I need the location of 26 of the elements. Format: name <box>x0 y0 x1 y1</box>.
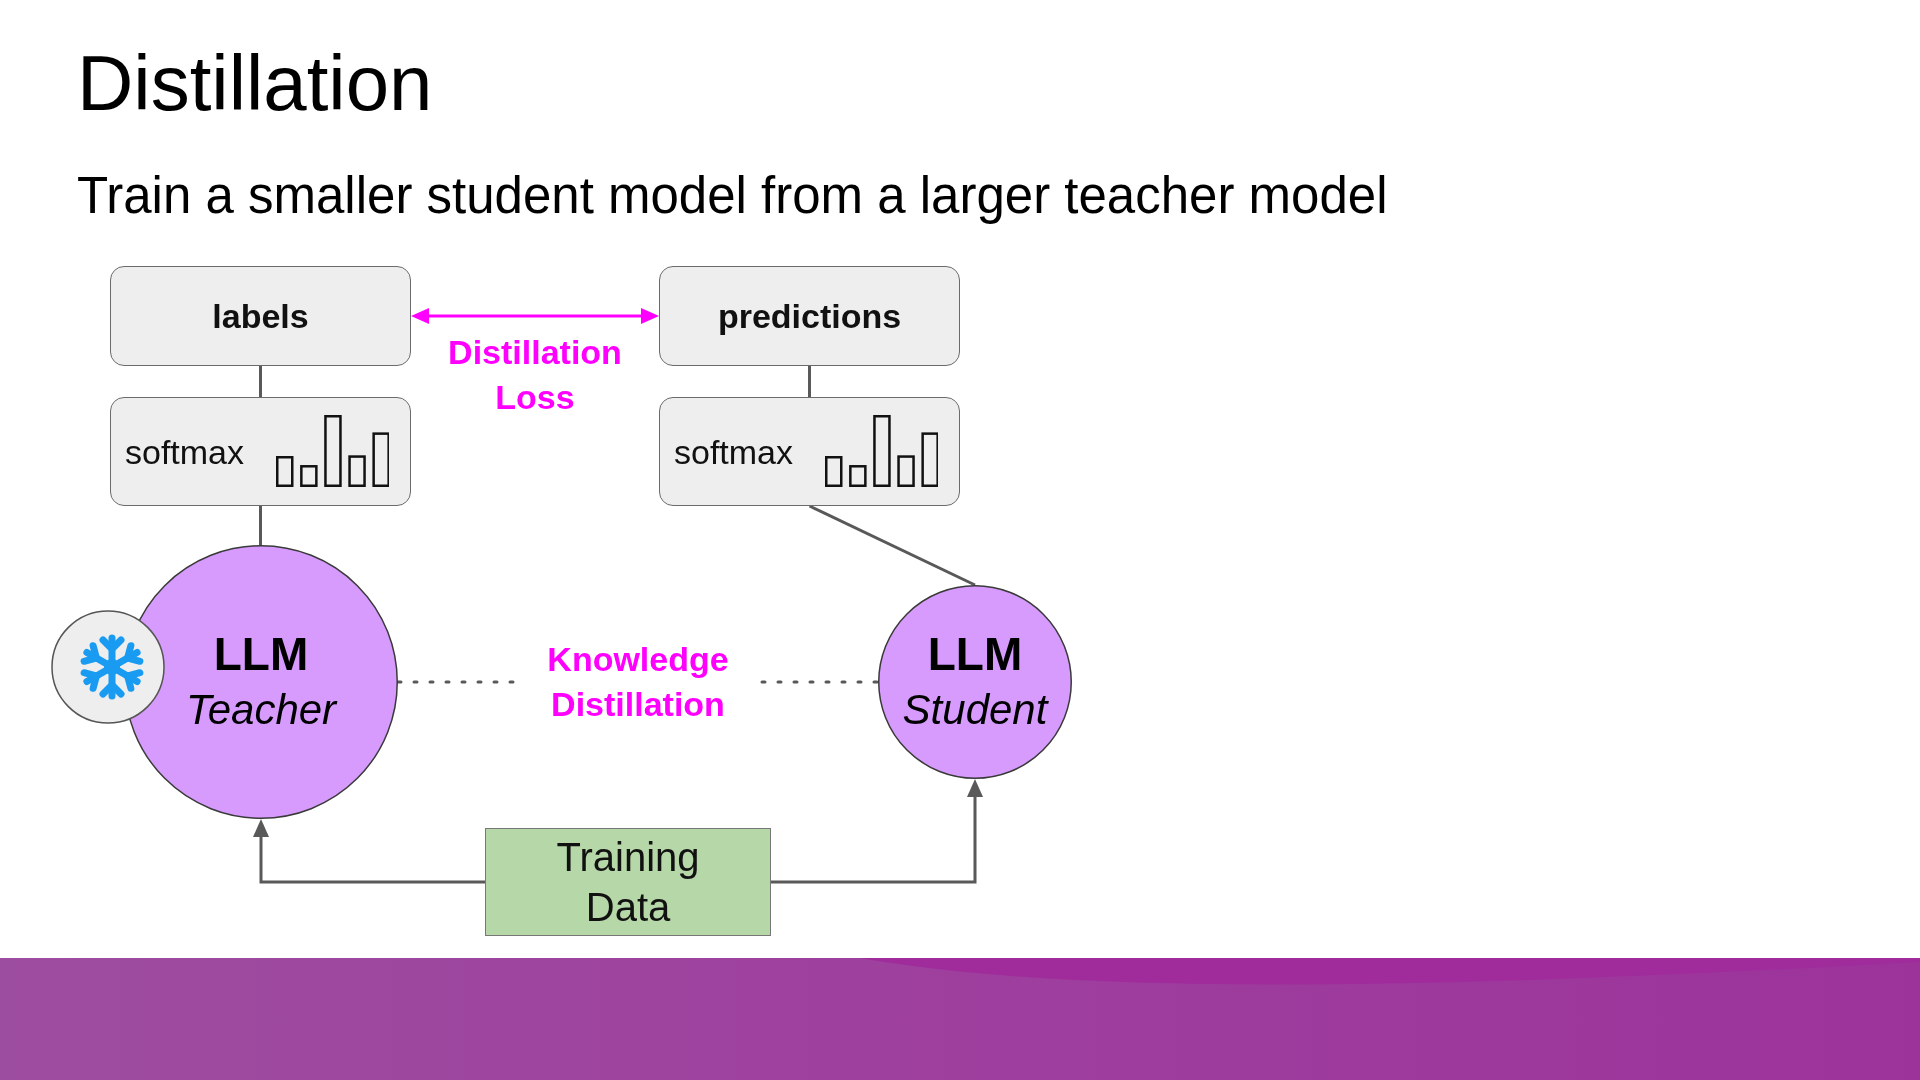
model-role: Teacher <box>185 685 337 735</box>
process-box <box>110 397 411 506</box>
process-box <box>110 266 411 366</box>
connector-line <box>259 506 262 545</box>
step-label: predictions <box>717 296 902 336</box>
model-circle <box>878 585 1072 779</box>
model-role: Student <box>902 685 1048 735</box>
step-label: softmax <box>125 432 245 471</box>
edge-label: Knowledge Distillation <box>546 639 730 725</box>
slide-subtitle: Train a smaller student model from a larger teacher model <box>77 166 1388 226</box>
step-label: labels <box>212 296 309 336</box>
arrow <box>771 779 983 884</box>
process-box <box>659 397 960 506</box>
process-box <box>659 266 960 366</box>
model-name: LLM <box>927 627 1023 682</box>
connector-line <box>259 366 262 397</box>
model-name: LLM <box>213 627 309 682</box>
double-arrow <box>411 308 659 324</box>
arrow <box>253 819 485 884</box>
dataset-label: Training Data <box>555 834 701 931</box>
connector-line <box>808 366 811 397</box>
data-box <box>485 828 771 936</box>
step-label: softmax <box>674 432 794 471</box>
connector-line <box>808 504 976 587</box>
slide-title: Distillation <box>77 38 433 128</box>
edge-label: Distillation Loss <box>447 332 623 418</box>
